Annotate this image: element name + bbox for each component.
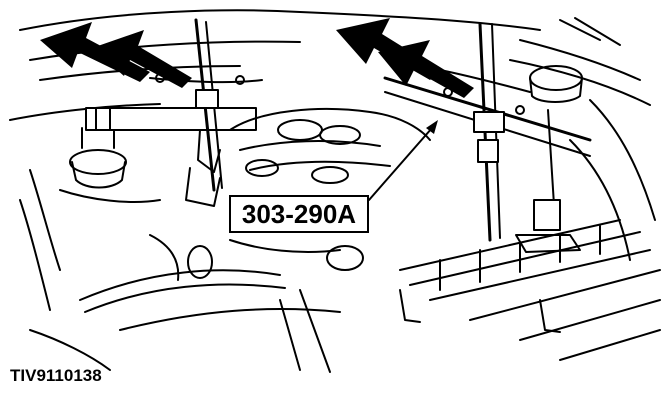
radiator-hoses (29, 269, 341, 373)
figure-id: TIV9110138 (10, 366, 102, 385)
callout-leader-line (368, 127, 433, 201)
arrow-right-lower (378, 40, 474, 98)
tool-callout-label: 303-290A (229, 195, 369, 233)
intake-manifold (149, 108, 431, 281)
right-fender-radiator (399, 99, 661, 361)
callout-leader-arrowhead (426, 120, 438, 134)
arrow-middle-left (92, 30, 192, 88)
right-support-tool (383, 22, 592, 253)
left-strut-tower (19, 127, 161, 311)
